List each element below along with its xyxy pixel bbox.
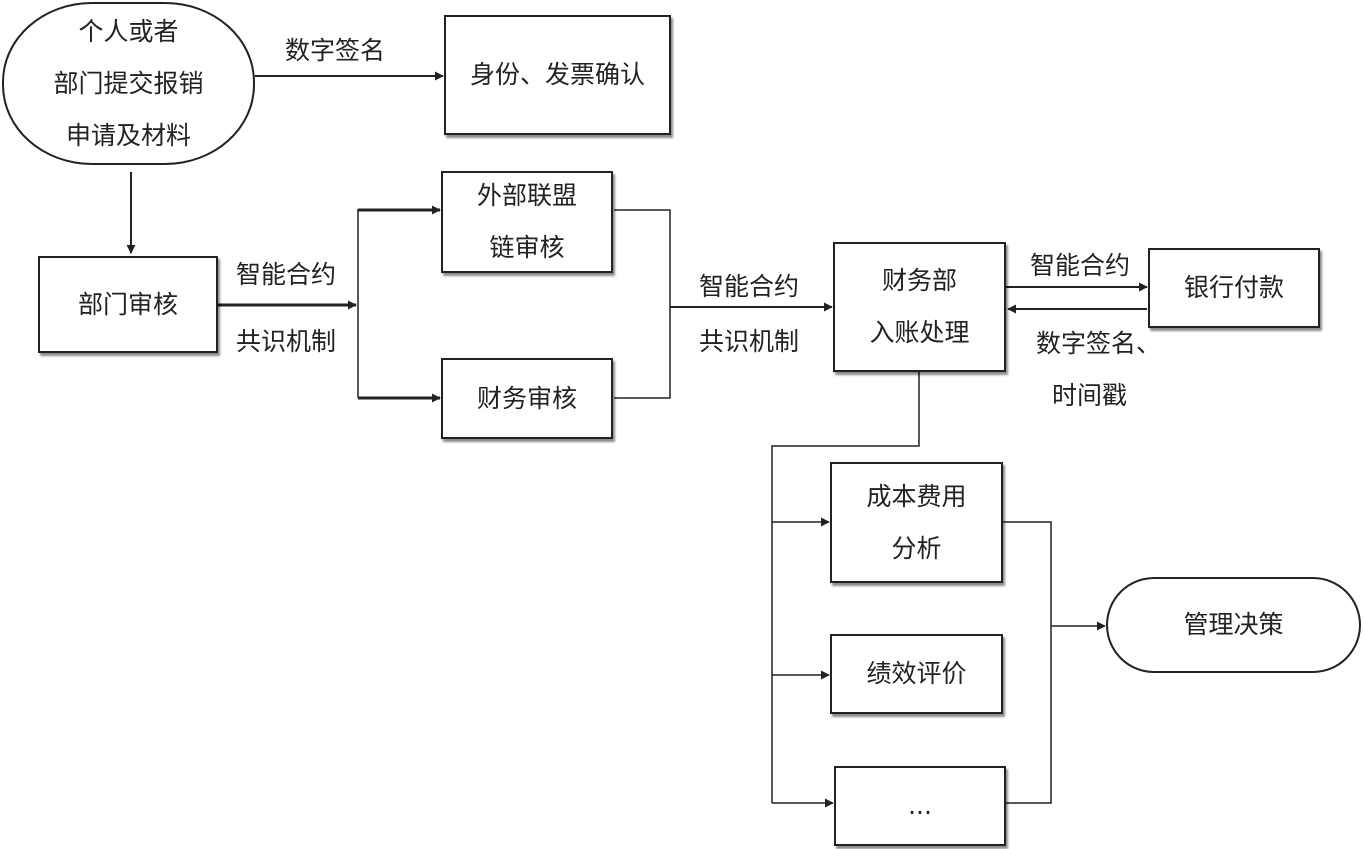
finance-review-label: 财务审核 bbox=[476, 383, 577, 413]
finance-dept-line-1: 财务部 bbox=[881, 266, 957, 295]
branch-line bbox=[771, 372, 920, 803]
alliance-line-1: 外部联盟 bbox=[476, 181, 577, 210]
submit-request-node: 个人或者 部门提交报销 申请及材料 bbox=[2, 2, 255, 165]
more-node: ... bbox=[834, 766, 1006, 846]
smart-contract-label-3: 智能合约 bbox=[1030, 251, 1131, 280]
decision-label: 管理决策 bbox=[1183, 610, 1284, 639]
timestamp-label: 时间戳 bbox=[1052, 381, 1128, 410]
cost-analysis-node: 成本费用 分析 bbox=[830, 462, 1003, 583]
submit-line-3: 申请及材料 bbox=[65, 120, 191, 150]
management-decision-node: 管理决策 bbox=[1106, 577, 1361, 673]
merge-line-top bbox=[614, 209, 671, 399]
finance-dept-line-2: 入账处理 bbox=[869, 318, 970, 347]
dept-review-node: 部门审核 bbox=[38, 256, 218, 353]
smart-contract-label-1: 智能合约 bbox=[236, 260, 337, 289]
consensus-label-1: 共识机制 bbox=[236, 327, 337, 356]
alliance-chain-review-node: 外部联盟 链审核 bbox=[441, 171, 613, 273]
digital-signature-timestamp-label: 数字签名、 bbox=[1036, 329, 1162, 358]
dept-review-label: 部门审核 bbox=[77, 289, 178, 319]
more-label: ... bbox=[908, 791, 932, 820]
submit-line-2: 部门提交报销 bbox=[53, 68, 204, 98]
performance-label: 绩效评价 bbox=[866, 659, 967, 688]
submit-line-1: 个人或者 bbox=[78, 16, 179, 46]
bank-label: 银行付款 bbox=[1183, 273, 1284, 302]
bank-payment-node: 银行付款 bbox=[1148, 248, 1320, 328]
digital-signature-label: 数字签名 bbox=[285, 36, 386, 65]
alliance-line-2: 链审核 bbox=[489, 233, 565, 262]
cost-line-1: 成本费用 bbox=[866, 481, 967, 511]
consensus-label-2: 共识机制 bbox=[699, 327, 800, 356]
finance-review-node: 财务审核 bbox=[441, 358, 613, 439]
identity-invoice-check-node: 身份、发票确认 bbox=[444, 15, 671, 135]
smart-contract-label-2: 智能合约 bbox=[699, 272, 800, 301]
identity-label: 身份、发票确认 bbox=[469, 60, 645, 89]
finance-dept-entry-node: 财务部 入账处理 bbox=[833, 242, 1006, 372]
merge-line-bottom bbox=[1003, 521, 1052, 804]
cost-line-2: 分析 bbox=[891, 533, 942, 563]
performance-evaluation-node: 绩效评价 bbox=[830, 634, 1003, 714]
